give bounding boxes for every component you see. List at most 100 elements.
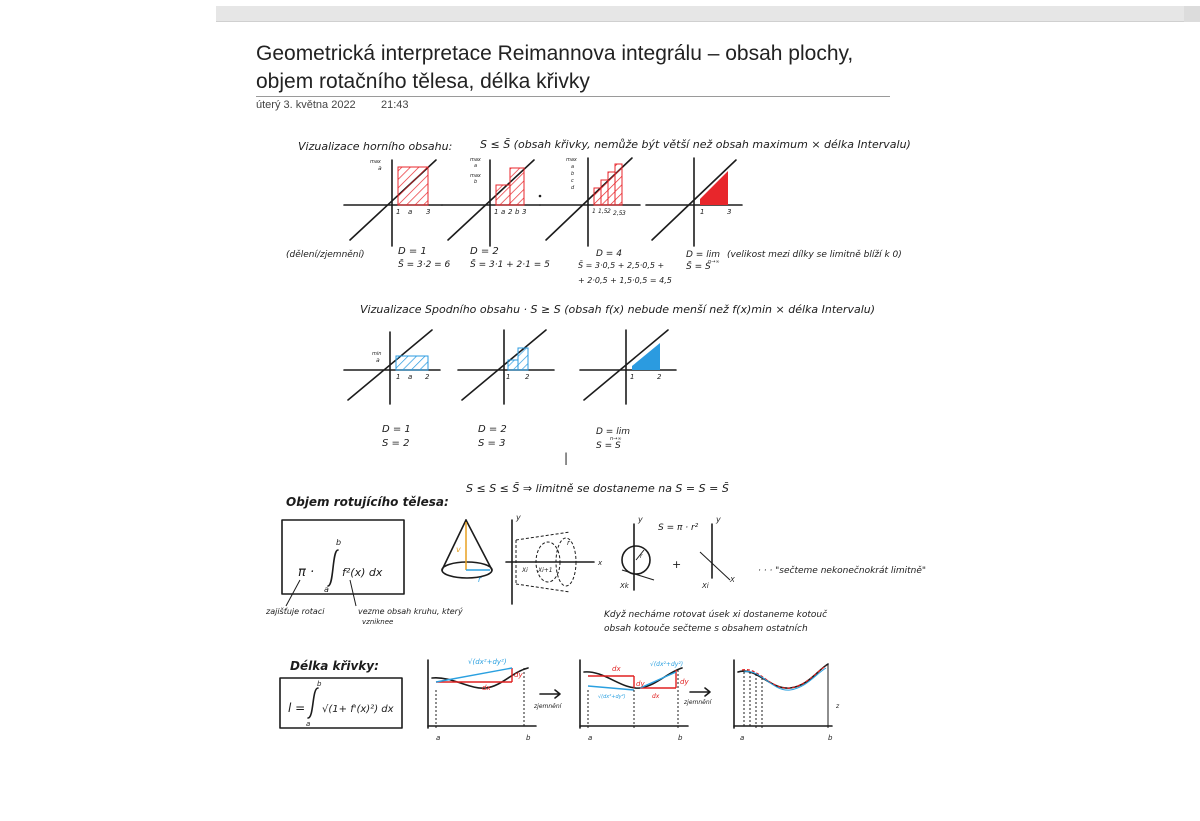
length-d3-b-label: b [828, 734, 833, 742]
upper-caption-1-line-1: D = 1 [398, 246, 427, 257]
upper-graph-1-a-label: a [378, 165, 382, 172]
note-time: 21:43 [381, 99, 409, 111]
plus-sign: + [672, 558, 681, 571]
volume-note-left: zajišťuje rotaci [265, 606, 325, 616]
upper-graph-1: max a 1 a 3 [343, 159, 443, 247]
length-d2-hyp-label: √(dx²+dy²) [650, 661, 683, 668]
lower-caption-1-line-1: D = 1 [382, 424, 411, 435]
upper-graph-1-tick: a [408, 208, 412, 216]
length-d3-z-label: z [835, 703, 840, 710]
upper-graph-3-c-label: c [571, 178, 574, 184]
lower-graph-1-tick: 1 [396, 373, 400, 381]
upper-graph-4-tick: 1 [700, 208, 704, 216]
upper-caption-4-limit: n→∞ [708, 259, 720, 265]
lower-caption-3-line-1: D = lim [596, 427, 630, 437]
length-d2-dx2-label: dx [652, 693, 660, 700]
upper-graph-3-tick: 1,5 [598, 208, 608, 215]
upper-graph-3-a-label: a [571, 164, 574, 170]
length-heading: Délka křivky: [290, 659, 379, 673]
length-lower-bound: a [306, 720, 310, 728]
length-diagram-1: √(dx²+dy²) dy dx a b [427, 658, 537, 742]
disk2-y-label: y [715, 515, 721, 524]
volume-formula-box [281, 519, 405, 595]
upper-graph-2-a-label: a [474, 163, 477, 169]
upper-graph-3-tick: 3 [622, 210, 626, 217]
rotation-x-label: x [597, 559, 603, 567]
length-integral-sign [307, 687, 319, 719]
length-d1-a-label: a [436, 734, 440, 742]
lower-graph-2-tick: 1 [506, 373, 510, 381]
top-scrollbar[interactable] [216, 6, 1200, 22]
upper-graph-3: max a b c d 1 1,5 2 2,5 3 [539, 157, 641, 247]
length-d2-dy2-label: dy [680, 678, 689, 686]
upper-graph-3-tick: 1 [592, 208, 596, 215]
upper-caption-4-note: (velikost mezi dílky se limitně blíží k … [727, 249, 902, 260]
length-d2-hyp2-label: √(dx²+dy²) [598, 694, 626, 700]
refine-arrow-2-label: zjemnění [683, 699, 713, 706]
cone-r-label: r [478, 575, 482, 584]
lower-graph-1-a-label: a [376, 357, 380, 364]
length-diagram-3: a b z [733, 659, 840, 742]
disk-y-label: y [637, 515, 643, 524]
upper-graph-3-tick: 2 [607, 208, 611, 215]
lower-caption-3-limit: n→∞ [610, 436, 622, 442]
length-prefix: l = [288, 701, 305, 715]
length-d1-dy-label: dy [514, 671, 523, 679]
upper-caption-3-line-1: D = 4 [596, 249, 622, 259]
upper-graph-2-tick: 3 [522, 208, 526, 216]
upper-formula: S ≤ S̄ (obsah křivky, nemůže být větší n… [480, 138, 911, 151]
lower-graph-3-tick: 2 [657, 373, 662, 381]
volume-integrand: f²(x) dx [342, 566, 383, 579]
volume-upper-bound: b [336, 538, 341, 547]
upper-graph-3-max-label: max [566, 157, 577, 163]
lower-graph-3: 1 2 [579, 329, 677, 405]
upper-graph-1-max-label: max [370, 159, 381, 165]
scroll-right-button[interactable] [1184, 6, 1200, 22]
length-d2-a-label: a [588, 734, 592, 742]
volume-note-right-2: vzniknee [362, 618, 393, 626]
upper-graph-1-tick: 3 [426, 208, 430, 216]
upper-graph-4: 1 3 [645, 157, 743, 247]
volume-heading: Objem rotujícího tělesa: [286, 495, 449, 509]
disk2-x-label: X [729, 576, 735, 584]
upper-caption-2-line-2: S̄ = 3·1 + 2·1 = 5 [470, 258, 550, 270]
upper-graph-2-max2-label: max [470, 173, 481, 179]
upper-graph-2-tick: b [515, 208, 520, 216]
upper-graph-3-d-label: d [571, 185, 575, 191]
lower-graph-2-tick: 2 [525, 373, 530, 381]
length-d1-dx-label: dx [482, 684, 491, 692]
length-d2-b-label: b [678, 734, 683, 742]
lower-mark: | [564, 451, 568, 465]
rotation-y-label: y [515, 513, 521, 522]
rotation-diagram: y x r Xi Xi+1 [505, 513, 603, 605]
upper-caption-4-line-2: S̄ = S [686, 260, 711, 272]
length-diagram-2: dx dy √(dx²+dy²) dy dx √(dx²+dy²) a b [579, 659, 689, 742]
title-divider [256, 96, 890, 97]
volume-lower-bound: a [324, 585, 329, 594]
disk2-xi-label: Xi [701, 582, 709, 590]
upper-graph-3-tick: 2,5 [613, 210, 623, 217]
length-body: √(1+ f'(x)²) dx [322, 704, 394, 715]
rotation-xi1-label: Xi+1 [537, 567, 553, 574]
volume-note-right-1: vezme obsah kruhu, který [358, 607, 463, 616]
lower-graph-1-min-label: min [372, 351, 381, 357]
rotation-xi-label: Xi [521, 567, 528, 574]
disk-r-label: r [640, 553, 643, 560]
disk-xk-label: Xk [619, 582, 630, 590]
upper-row-label: (dělení/zjemnění) [286, 249, 365, 260]
upper-graph-2-b-label: b [474, 179, 477, 185]
volume-integral-sign [327, 549, 339, 587]
upper-caption-4-line-1: D = lim [686, 250, 720, 260]
disk-diagram: y r Xk S = π · r² + [619, 515, 699, 591]
length-d1-hyp-label: √(dx²+dy²) [468, 658, 507, 666]
lower-heading: Vizualizace Spodního obsahu · S ≥ S (obs… [360, 303, 875, 316]
upper-graph-3-b-label: b [571, 171, 574, 177]
refine-arrow-2 [689, 687, 711, 697]
upper-caption-1-line-2: S̄ = 3·2 = 6 [398, 258, 451, 270]
upper-graph-2-tick: a [501, 208, 505, 216]
upper-graph-2-max-label: max [470, 157, 481, 163]
area-formula: S = π · r² [658, 523, 699, 533]
cone-diagram: v r [441, 519, 493, 584]
lower-caption-3-line-2: S = S [596, 441, 621, 451]
